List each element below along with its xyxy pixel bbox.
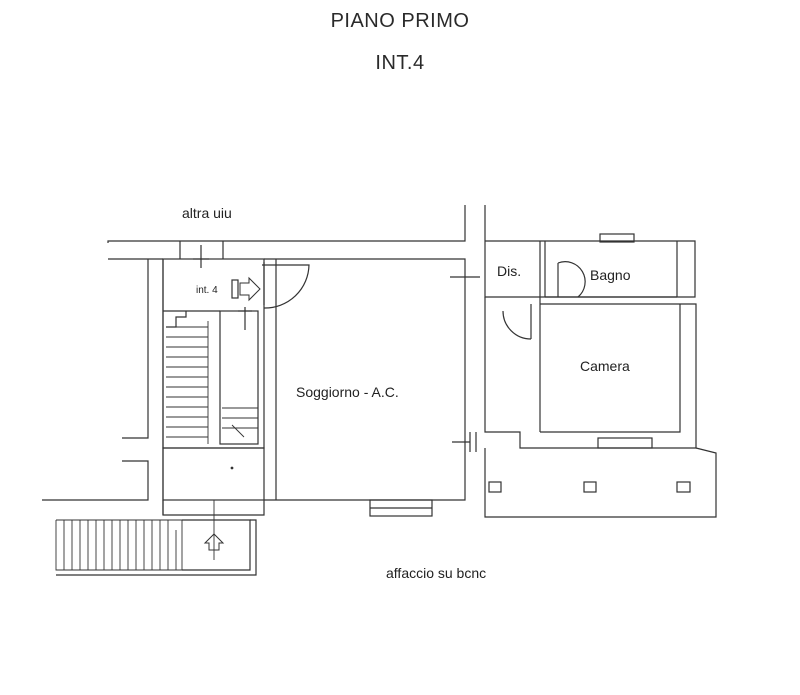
living-room [264,258,480,517]
entrance-door [231,262,310,309]
entrance-label: int. 4 [196,285,218,296]
closet-label: Dis. [497,263,522,279]
floor-title: PIANO PRIMO [330,10,470,32]
left-corridor [42,259,164,515]
balcony [484,447,717,518]
unit-title: INT.4 [375,52,425,74]
bathroom-label: Bagno [590,267,631,283]
living-room-label: Soggiorno - A.C. [296,384,399,400]
external-stairs [55,500,257,576]
right-rooms [484,205,697,449]
staircase [162,258,265,516]
bedroom-label: Camera [580,358,630,374]
other-unit-label: altra uiu [182,205,232,221]
view-label: affaccio su bcnc [386,565,487,581]
